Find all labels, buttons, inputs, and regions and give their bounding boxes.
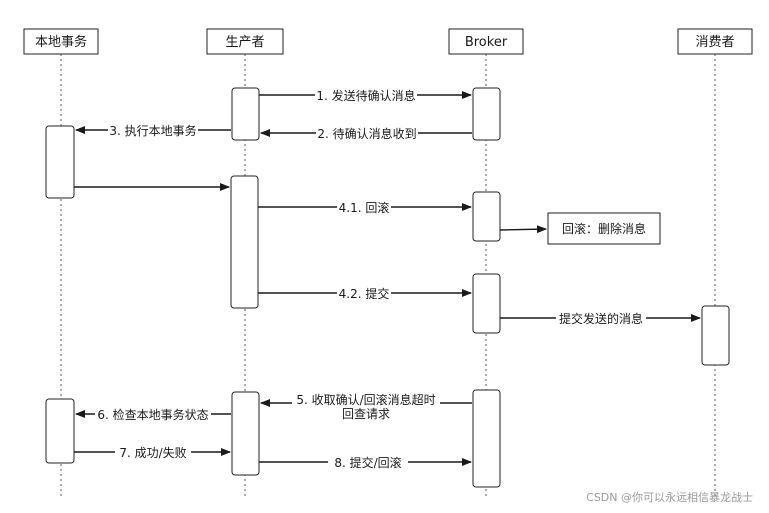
activation-producer-2 — [230, 175, 259, 309]
participant-producer-label: 生产者 — [225, 35, 264, 50]
message-7-label: 7. 成功/失败 — [119, 445, 186, 460]
activation-producer-1 — [231, 87, 260, 141]
message-5-label-line1: 5. 收取确认/回滚消息超时 — [296, 392, 435, 407]
message-4-1-label: 4.1. 回滚 — [339, 200, 390, 215]
activation-local-tx-2 — [45, 398, 75, 464]
activation-broker-2 — [472, 191, 501, 242]
message-1-label: 1. 发送待确认消息 — [316, 88, 415, 103]
message-8-label: 8. 提交/回滚 — [334, 455, 401, 470]
activation-broker-3 — [472, 273, 501, 334]
activation-local-tx-1 — [45, 125, 75, 199]
participant-local-tx: 本地事务 — [23, 28, 99, 55]
deliver-label: 提交发送的消息 — [559, 311, 643, 326]
participant-producer: 生产者 — [206, 28, 284, 55]
message-6-label: 6. 检查本地事务状态 — [97, 407, 208, 422]
watermark-text: CSDN @你可以永远相信暴龙战士 — [586, 490, 753, 504]
rollback-note-label: 回滚：删除消息 — [562, 221, 646, 236]
participant-broker: Broker — [448, 28, 524, 55]
message-2-label: 2. 待确认消息收到 — [317, 126, 416, 141]
participant-broker-label: Broker — [465, 35, 508, 50]
message-4-2-label: 4.2. 提交 — [339, 286, 390, 301]
rollback-note — [547, 212, 661, 245]
activation-consumer-1 — [701, 305, 730, 366]
participant-consumer: 消费者 — [677, 28, 753, 55]
activation-producer-3 — [231, 391, 260, 476]
message-3-label: 3. 执行本地事务 — [109, 123, 196, 138]
message-5-label-line2: 回查请求 — [342, 407, 390, 421]
activation-broker-1 — [472, 87, 501, 141]
participant-local-tx-label: 本地事务 — [35, 34, 87, 50]
arrow-rollback-note — [499, 225, 547, 234]
activation-broker-4 — [472, 389, 501, 488]
participant-consumer-label: 消费者 — [695, 35, 734, 50]
